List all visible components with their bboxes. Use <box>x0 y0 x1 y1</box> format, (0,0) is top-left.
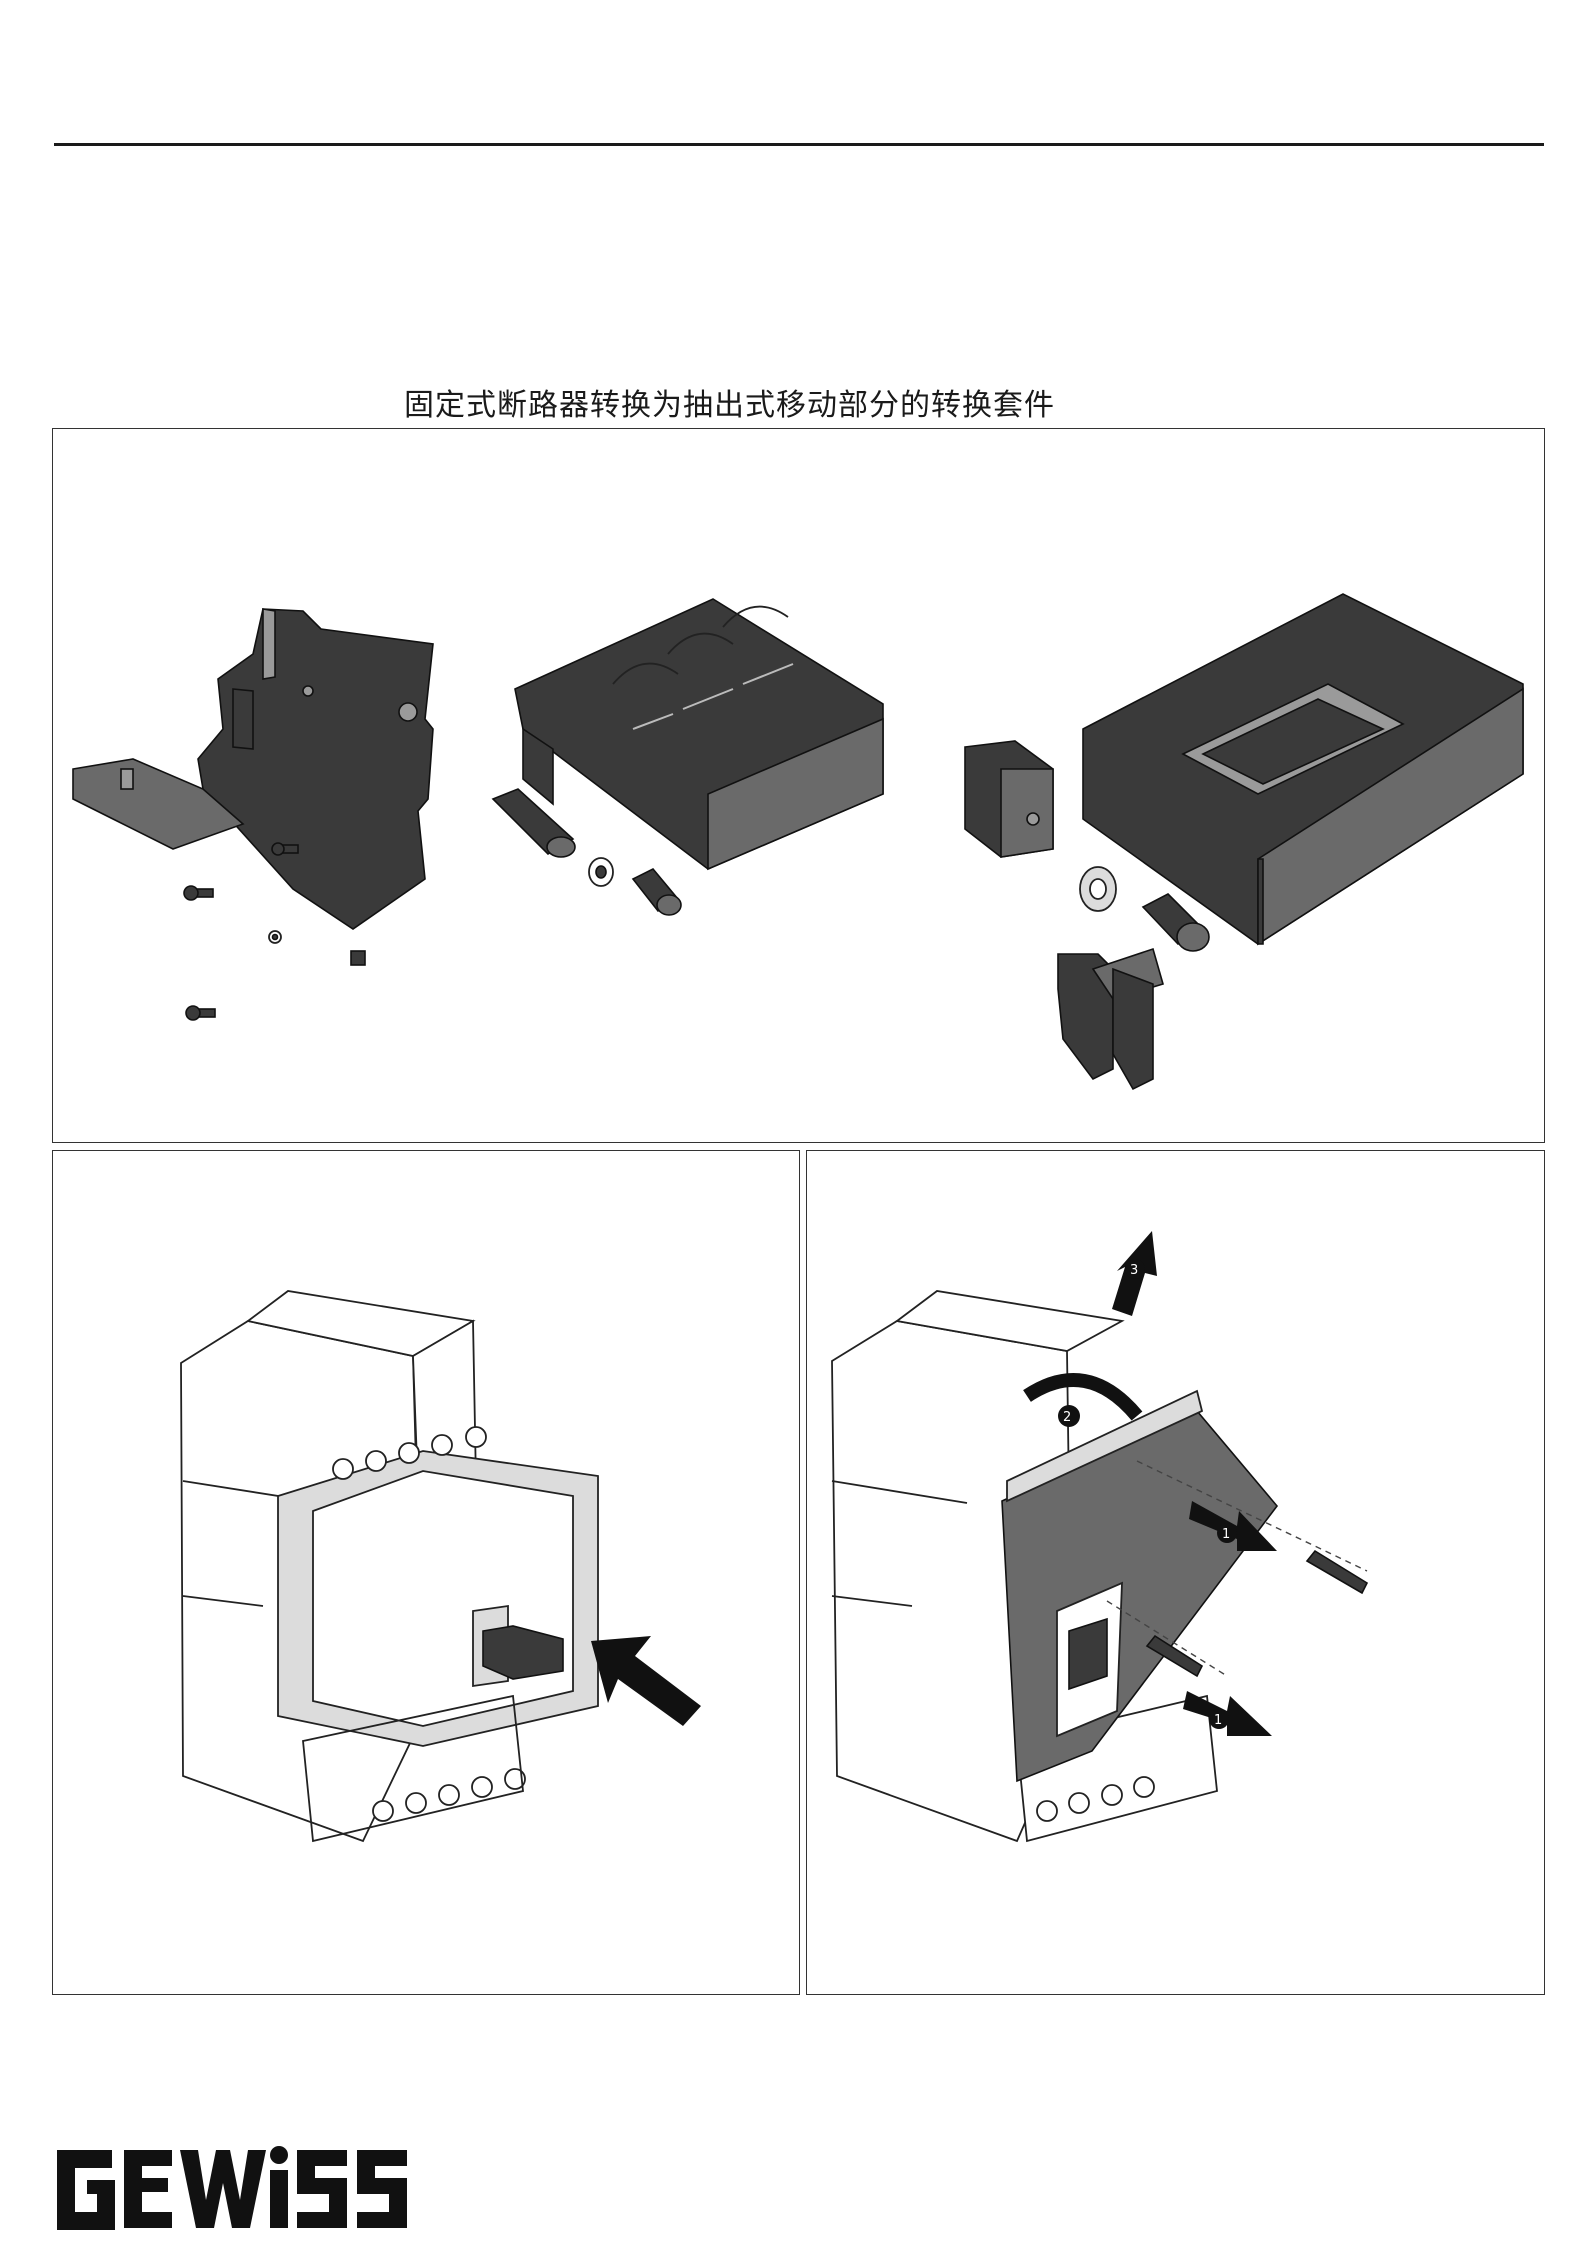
mounting-bracket <box>73 609 433 929</box>
kit-components-panel <box>52 428 1545 1143</box>
breaker-cover-removal-illustration: 3 2 1 1 <box>807 1151 1546 1996</box>
step-marker-2: 2 <box>1063 1410 1071 1425</box>
kit-components-illustration <box>53 429 1546 1144</box>
header-rule <box>54 143 1544 146</box>
push-arrow-icon <box>591 1636 701 1726</box>
gewiss-logo-icon <box>52 2140 462 2230</box>
breaker-step-remove-panel: 3 2 1 1 <box>806 1150 1545 1995</box>
gewiss-logo <box>52 2140 462 2234</box>
step-marker-1a: 1 <box>1222 1527 1230 1542</box>
step-marker-1b: 1 <box>1214 1713 1222 1728</box>
terminal-holes-bottom <box>373 1769 525 1821</box>
terminal-cover-small <box>515 599 883 869</box>
terminal-cover-large <box>1083 594 1523 944</box>
guide-block <box>965 741 1053 857</box>
page-title: 固定式断路器转换为抽出式移动部分的转换套件 <box>404 380 1055 424</box>
retaining-clip <box>1058 949 1163 1089</box>
circuit-breaker <box>181 1291 598 1841</box>
step-arrow-3-icon: 3 <box>1112 1231 1157 1316</box>
step-marker-3: 3 <box>1130 1263 1138 1278</box>
breaker-step-push-panel <box>52 1150 800 1995</box>
breaker-front-cover-push-illustration <box>53 1151 801 1996</box>
